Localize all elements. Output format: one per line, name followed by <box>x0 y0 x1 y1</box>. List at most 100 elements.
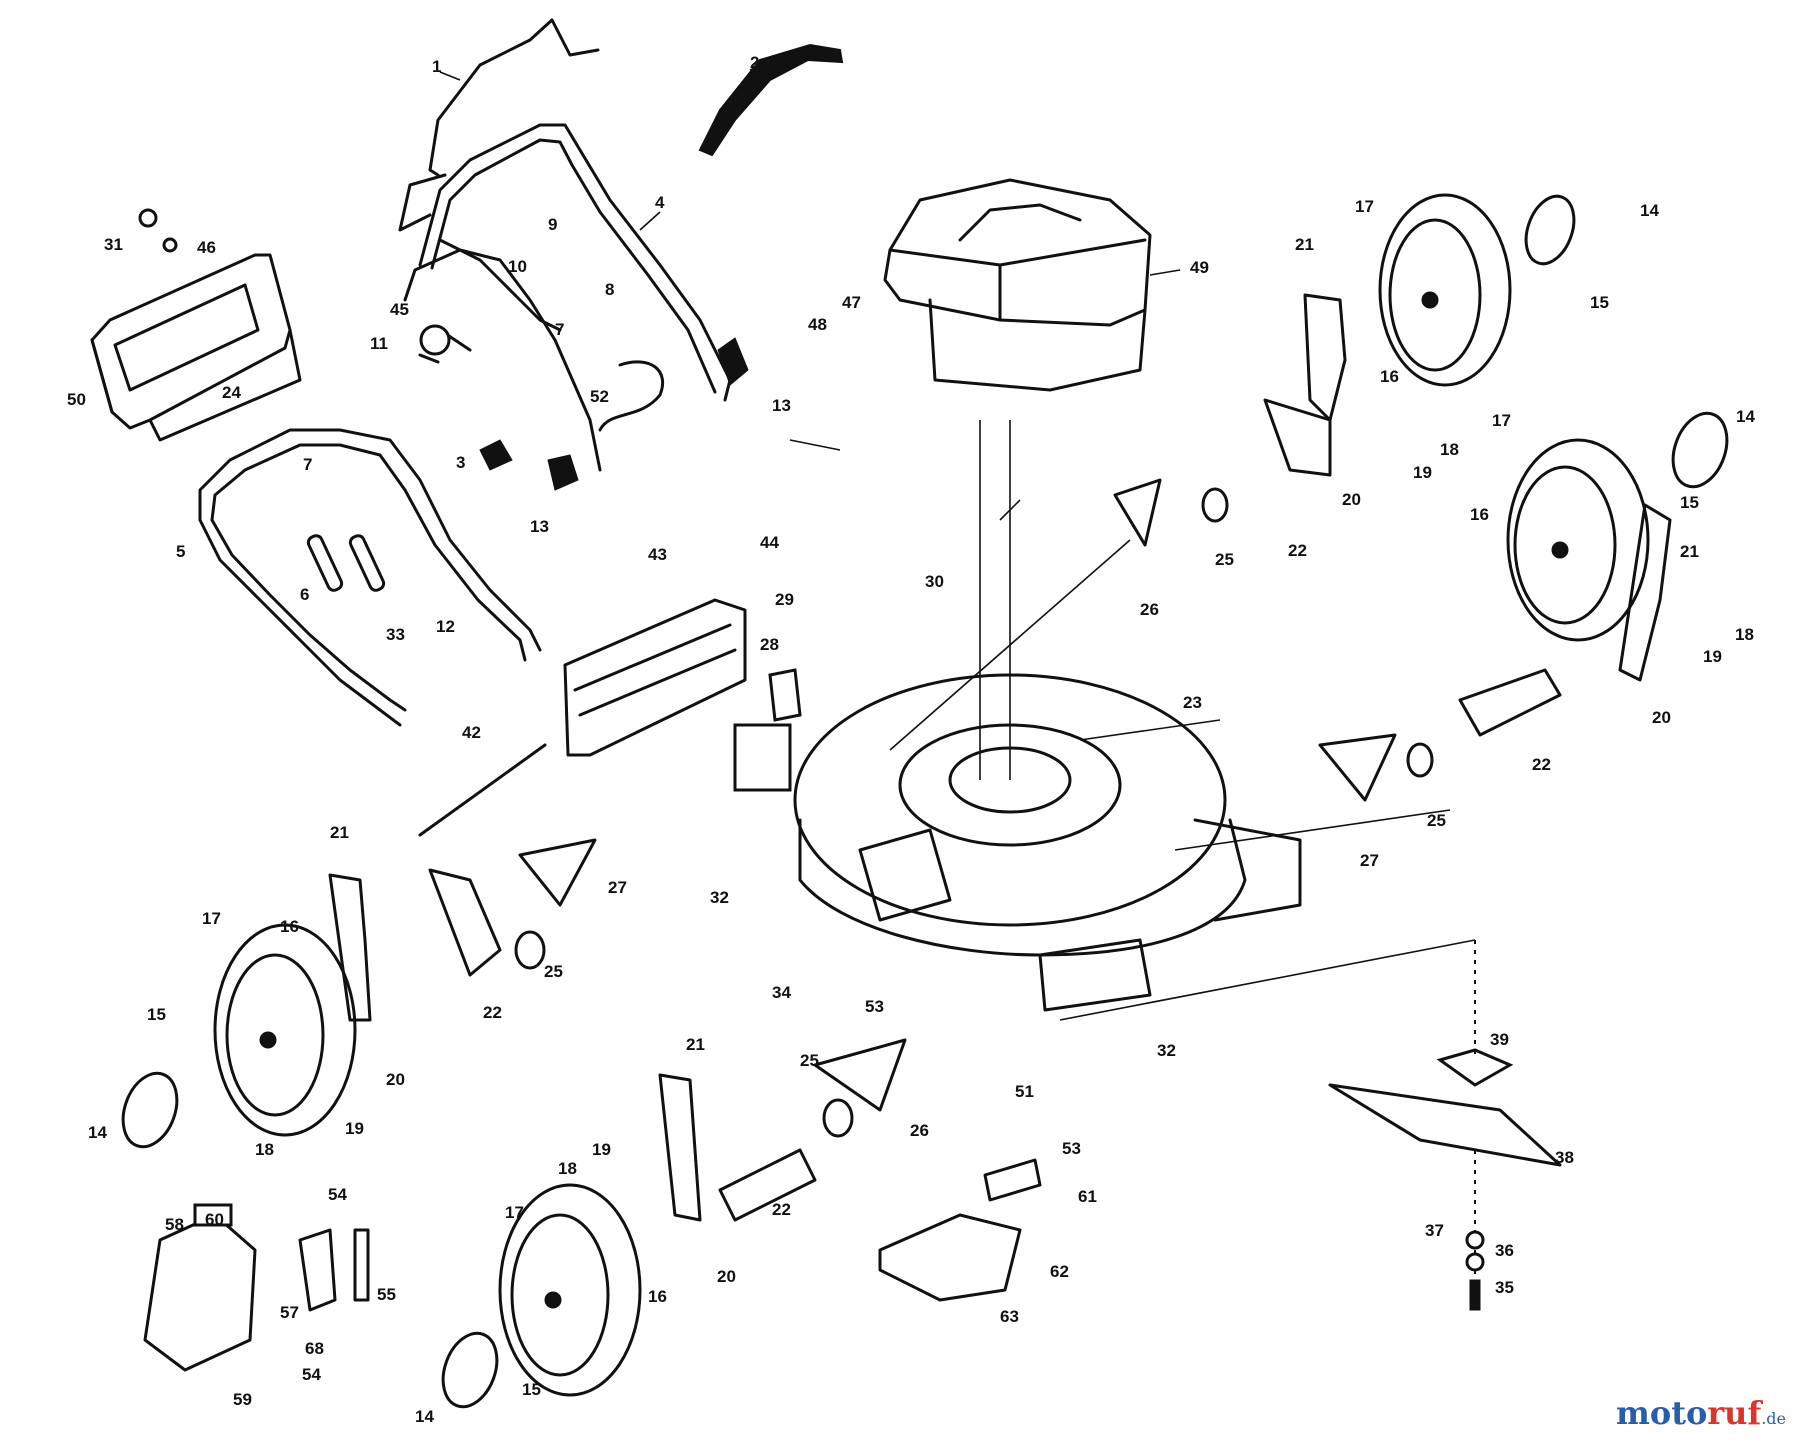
callout-4: 4 <box>655 193 665 212</box>
callout-39: 39 <box>1490 1030 1509 1049</box>
callout-31: 31 <box>104 235 123 254</box>
callout-36: 36 <box>1495 1241 1514 1260</box>
callout-21d: 21 <box>686 1035 705 1054</box>
callout-21a: 21 <box>1295 235 1314 254</box>
callout-37: 37 <box>1425 1221 1444 1240</box>
engine-part-49 <box>883 178 1152 780</box>
handle-hardware <box>138 208 749 491</box>
callout-21c: 21 <box>330 823 349 842</box>
callout-20d: 20 <box>717 1267 736 1286</box>
callout-30: 30 <box>925 572 944 591</box>
callout-17b: 17 <box>1492 411 1511 430</box>
callout-12: 12 <box>436 617 455 636</box>
callout-52: 52 <box>590 387 609 406</box>
wheel-front-right <box>498 1183 642 1397</box>
callout-44: 44 <box>760 533 779 552</box>
callout-14b: 14 <box>1736 407 1755 426</box>
callout-11: 11 <box>370 334 388 353</box>
callout-20b: 20 <box>1652 708 1671 727</box>
mulch-plate-part-62 <box>878 1158 1042 1302</box>
callout-43: 43 <box>648 545 667 564</box>
callout-5: 5 <box>176 542 185 561</box>
callout-27b: 27 <box>608 878 627 897</box>
callout-6: 6 <box>300 585 309 604</box>
callout-22c: 22 <box>483 1003 502 1022</box>
callout-25d: 25 <box>800 1051 819 1070</box>
callout-25b: 25 <box>1427 811 1446 830</box>
callout-35: 35 <box>1495 1278 1514 1297</box>
callout-58: 58 <box>165 1215 184 1234</box>
callout-14a: 14 <box>1640 201 1659 220</box>
callout-15a: 15 <box>1590 293 1609 312</box>
callout-50: 50 <box>67 390 86 409</box>
watermark-part-2: ruf <box>1707 1394 1762 1432</box>
callout-19a: 19 <box>1413 463 1432 482</box>
callout-51: 51 <box>1015 1082 1034 1101</box>
callout-34: 34 <box>772 983 791 1002</box>
height-adjusters <box>328 293 1672 1222</box>
callout-15b: 15 <box>1680 493 1699 512</box>
callout-61: 61 <box>1078 1187 1097 1206</box>
callout-54a: 54 <box>328 1185 347 1204</box>
callout-55: 55 <box>377 1285 396 1304</box>
callout-53a: 53 <box>865 997 884 1016</box>
callout-16c: 16 <box>280 917 299 936</box>
wheel-front-left <box>213 923 357 1137</box>
callout-53b: 53 <box>1062 1139 1081 1158</box>
callout-14d: 14 <box>415 1407 434 1426</box>
callout-25a: 25 <box>1215 550 1234 569</box>
callout-68: 68 <box>305 1339 324 1358</box>
motoruf-watermark: motoruf.de <box>1616 1394 1786 1432</box>
callout-22b: 22 <box>1532 755 1551 774</box>
callout-18b: 18 <box>1735 625 1754 644</box>
wheel-rear-right-lower <box>1506 438 1650 642</box>
axle-part-42 <box>418 743 547 837</box>
callout-18c: 18 <box>255 1140 274 1159</box>
discharge-chute-part-59 <box>143 1203 370 1372</box>
callout-8: 8 <box>605 280 614 299</box>
rear-flap-part-43 <box>563 598 747 757</box>
callout-1: 1 <box>432 57 441 76</box>
callout-32a: 32 <box>710 888 729 907</box>
upper-handle-part-4 <box>403 123 732 472</box>
callout-47: 47 <box>842 293 861 312</box>
callout-23: 23 <box>1183 693 1202 712</box>
callout-26b: 26 <box>910 1121 929 1140</box>
callout-labels: 1 2 3 4 5 6 7 7 8 9 10 11 12 13 13 14 14… <box>67 53 1755 1426</box>
callout-16d: 16 <box>648 1287 667 1306</box>
mower-deck-part-23 <box>793 673 1302 1012</box>
callout-19b: 19 <box>1703 647 1722 666</box>
callout-49: 49 <box>1190 258 1209 277</box>
callout-20c: 20 <box>386 1070 405 1089</box>
callout-13a: 13 <box>772 396 791 415</box>
callout-14c: 14 <box>88 1123 107 1142</box>
callout-16a: 16 <box>1380 367 1399 386</box>
callout-10: 10 <box>508 257 527 276</box>
callout-57: 57 <box>280 1303 299 1322</box>
callout-26a: 26 <box>1140 600 1159 619</box>
callout-33: 33 <box>386 625 405 644</box>
callout-13b: 13 <box>530 517 549 536</box>
callout-22a: 22 <box>1288 541 1307 560</box>
callout-3: 3 <box>456 453 465 472</box>
callout-38: 38 <box>1555 1148 1574 1167</box>
grass-bag-frame-part-50 <box>90 253 302 442</box>
callout-15c: 15 <box>147 1005 166 1024</box>
leader-lines <box>439 61 1476 1021</box>
callout-29: 29 <box>775 590 794 609</box>
callout-24: 24 <box>222 383 241 402</box>
callout-18d: 18 <box>558 1159 577 1178</box>
callout-18a: 18 <box>1440 440 1459 459</box>
callout-21b: 21 <box>1680 542 1699 561</box>
callout-19d: 19 <box>592 1140 611 1159</box>
blade-part-38 <box>1328 940 1562 1311</box>
callout-7a: 7 <box>303 455 312 474</box>
watermark-suffix: .de <box>1761 1409 1786 1428</box>
wheel-rear-right-upper <box>1378 193 1512 387</box>
callout-42: 42 <box>462 723 481 742</box>
brackets-and-rollers <box>514 478 1434 1138</box>
callout-28: 28 <box>760 635 779 654</box>
callout-46: 46 <box>197 238 216 257</box>
callout-54b: 54 <box>302 1365 321 1384</box>
